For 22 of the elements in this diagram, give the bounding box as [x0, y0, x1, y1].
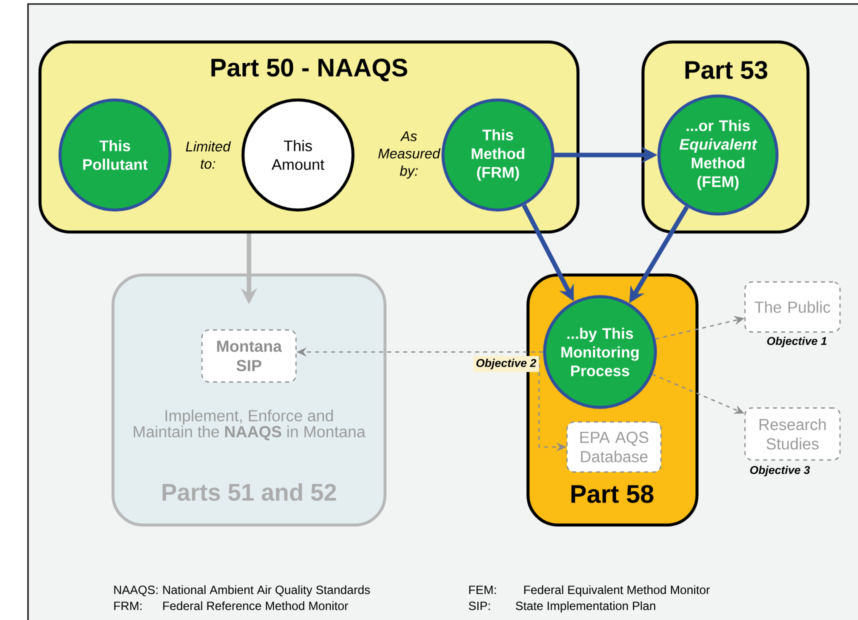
dashed-box: EPA AQS Database: [566, 421, 662, 473]
legend-abbreviation: FRM:: [114, 602, 142, 610]
dashed-box: Research Studies: [744, 407, 841, 461]
edge-label: Objective 2: [473, 356, 539, 372]
objective-label: Objective 1: [767, 336, 826, 348]
connector-text: Limited to:: [186, 141, 231, 169]
legend-definition: Federal Reference Method Monitor: [163, 601, 348, 610]
circle-node: This Method (FRM): [442, 98, 554, 212]
legend-abbreviation: NAAQS:: [114, 586, 158, 596]
dashed-box: The Public: [744, 281, 841, 333]
circle-node: This Pollutant: [58, 98, 172, 212]
circle-node: ...or This Equivalent Method (FEM): [657, 94, 779, 216]
connector-text: As Measured by:: [378, 131, 440, 179]
legend-definition: National Ambient Air Quality Standards: [163, 585, 370, 596]
circle-node: This Amount: [242, 98, 354, 212]
dashed-box: Montana SIP: [201, 329, 297, 383]
circle-node: ...by This Monitoring Process: [543, 295, 657, 409]
legend-abbreviation: FEM:: [469, 586, 496, 594]
legend-abbreviation: SIP:: [468, 602, 490, 610]
objective-label: Objective 3: [750, 466, 810, 476]
legend-definition: State Implementation Plan: [516, 601, 656, 612]
legend-definition: Federal Equivalent Method Monitor: [524, 585, 710, 596]
